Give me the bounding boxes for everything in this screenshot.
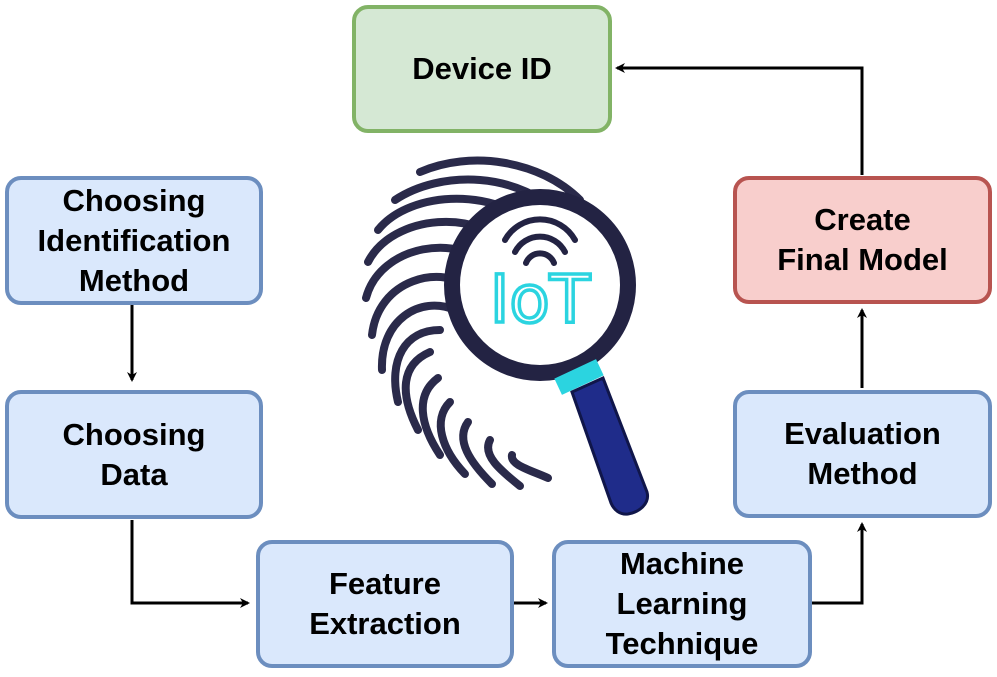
choosing-data-box: Choosing Data bbox=[5, 390, 263, 519]
fingerprint-magnifier-icon: IoT bbox=[362, 156, 650, 516]
arrow-ml-to-evaluation bbox=[812, 522, 867, 605]
magnifier-lens bbox=[444, 189, 636, 381]
iot-label: IoT bbox=[490, 261, 591, 338]
magnifier-collar bbox=[554, 359, 604, 395]
final-model-box: Create Final Model bbox=[733, 176, 992, 304]
wifi-icon bbox=[502, 216, 578, 266]
device-id-box: Device ID bbox=[352, 5, 612, 133]
ml-technique-box: Machine Learning Technique bbox=[552, 540, 812, 668]
feature-extraction-box: Feature Extraction bbox=[256, 540, 514, 668]
magnifier-handle bbox=[570, 375, 650, 516]
arrow-final-to-device-id bbox=[615, 63, 864, 175]
arrow-data-to-features bbox=[130, 520, 250, 608]
choosing-method-box: Choosing Identification Method bbox=[5, 176, 263, 305]
evaluation-method-box: Evaluation Method bbox=[733, 390, 992, 518]
